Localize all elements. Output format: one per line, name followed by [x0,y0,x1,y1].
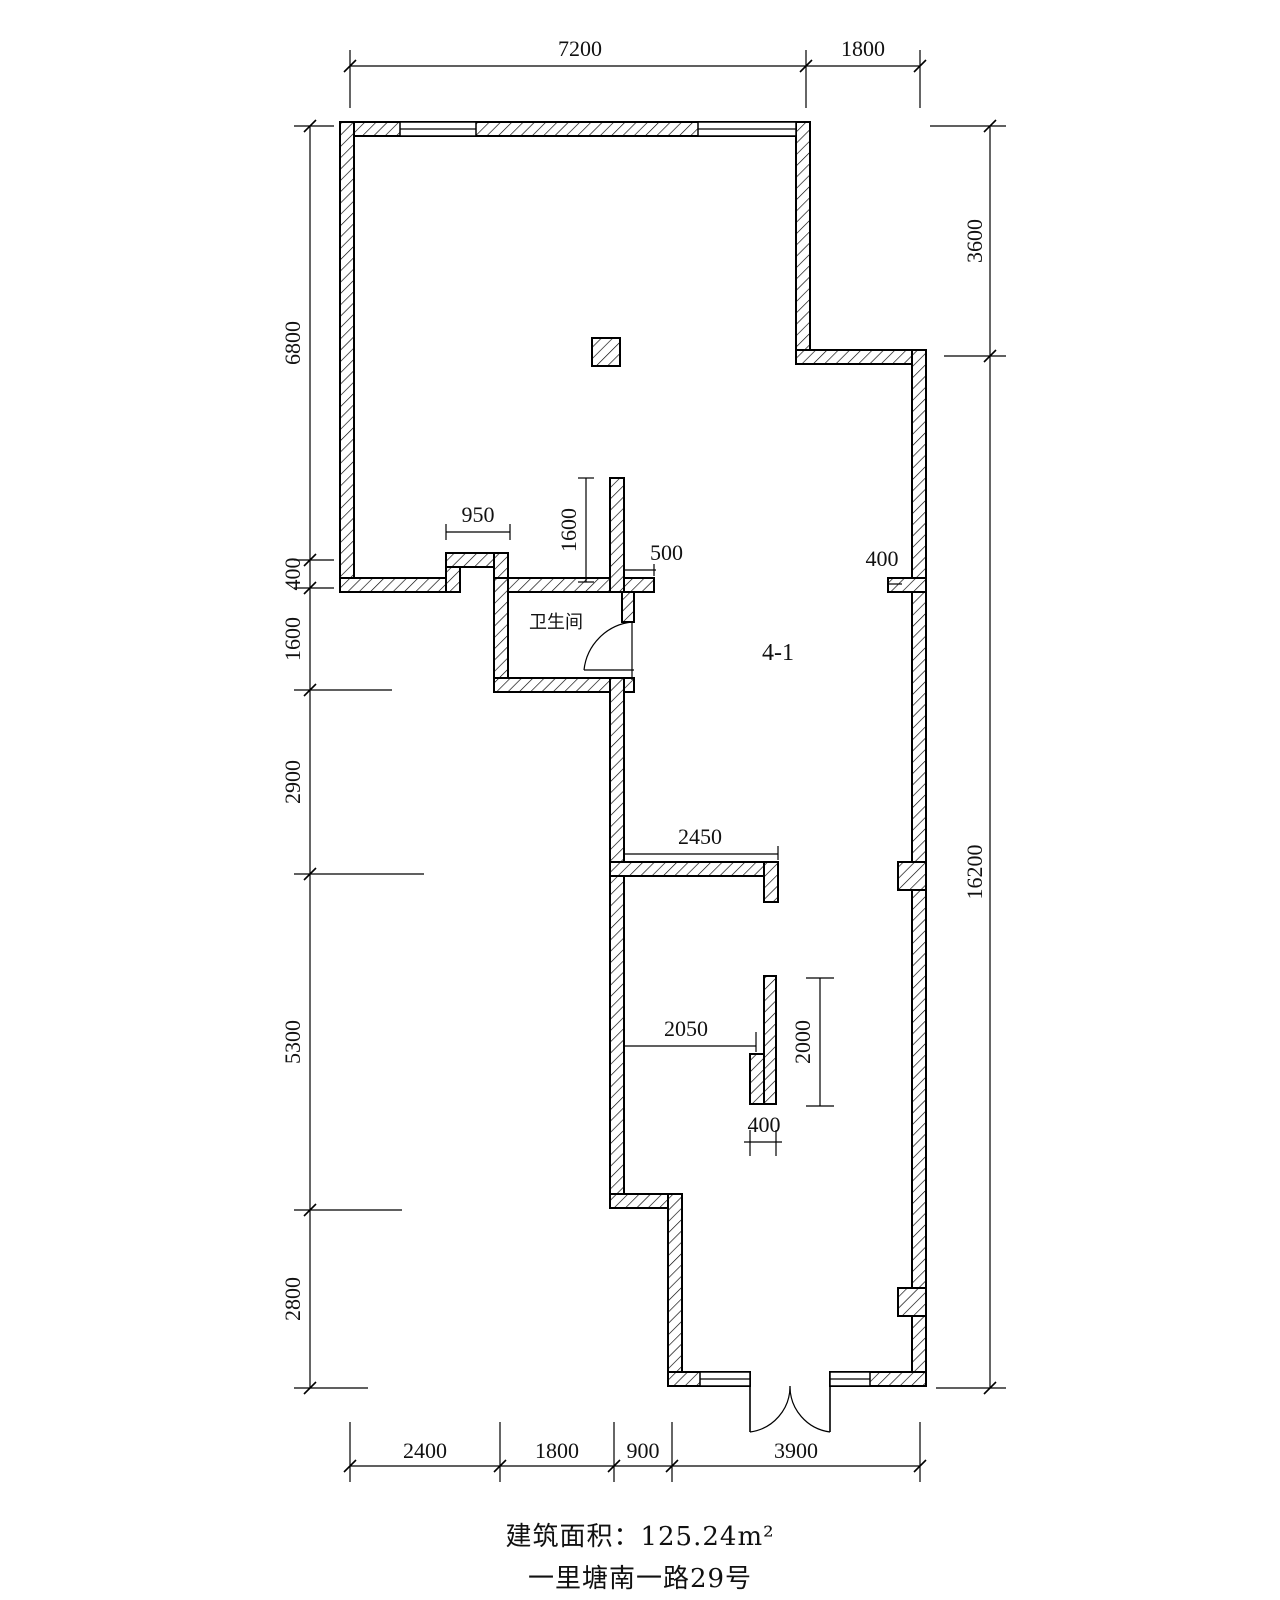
dim-left-2900: 2900 [280,760,305,804]
wall-bath-bottom [493,677,635,693]
dim-left-5300: 5300 [280,1020,305,1064]
wall-upper-bottom-left [339,577,461,593]
dim-left-1600: 1600 [280,617,305,661]
area-caption: 建筑面积：125.24m² [505,1522,775,1552]
dim-400-right: 400 [866,546,899,571]
dim-top-1800: 1800 [841,36,885,61]
room-label-bathroom: 卫生间 [529,612,583,633]
dim-2050: 2050 [664,1016,708,1041]
dim-bottom-3900: 3900 [774,1438,818,1463]
dim-2000: 2000 [790,1020,815,1064]
dim-950: 950 [462,502,495,527]
column-right-mid [897,861,927,891]
wall-bottom-left [667,1193,683,1387]
dim-left-6800: 6800 [280,321,305,365]
wall-interior-2050-stub [749,1053,765,1105]
dim-right-3600: 3600 [962,219,987,263]
dim-bottom-2400: 2400 [403,1438,447,1463]
dim-right-16200: 16200 [962,845,987,900]
wall-corridor-left [609,677,625,1209]
doors [583,621,831,1433]
wall-upper-bottom-right [493,577,655,593]
wall-interior-2450-return [763,861,779,903]
wall-left-upper [339,121,355,593]
dim-500: 500 [650,540,683,565]
wall-partition-upper [609,477,625,593]
wall-interior-2450 [609,861,779,877]
wall-bath-stub [621,591,635,623]
dimension-labels: 7200 1800 2400 1800 900 3900 6800 400 16… [280,36,987,1463]
room-label-unit: 4-1 [762,640,794,666]
dimension-lines [294,50,1006,1482]
wall-interior-2000 [763,975,777,1105]
dim-1600: 1600 [556,508,581,552]
dim-left-2800: 2800 [280,1277,305,1321]
dim-bottom-1800: 1800 [535,1438,579,1463]
dim-bottom-900: 900 [627,1438,660,1463]
dim-left-400: 400 [280,558,305,591]
column-center [591,337,621,367]
address-caption: 一里塘南一路29号 [527,1564,753,1594]
wall-stub-400 [887,577,927,593]
wall-upper-right [795,121,811,365]
dim-400-bottom: 400 [748,1112,781,1137]
wall-bath-left [493,577,509,693]
dim-top-7200: 7200 [558,36,602,61]
bathroom-door [583,621,634,680]
windows [399,121,871,1387]
column-right-low [897,1287,927,1317]
dim-2450: 2450 [678,824,722,849]
walls [339,121,927,1387]
entrance-door [749,1385,831,1433]
wall-step [795,349,927,365]
